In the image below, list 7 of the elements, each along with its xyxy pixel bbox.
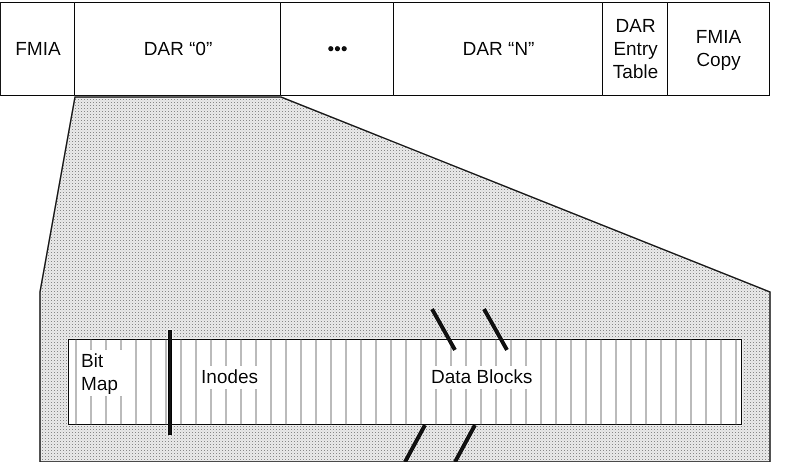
memory-segment: DAR Entry Table [602,2,669,96]
memory-area-box [68,339,742,425]
memory-segment: DAR “0” [74,2,282,96]
memory-segment: DAR “N” [393,2,604,96]
memory-segment: FMIA [0,2,76,96]
memory-segment: FMIA Copy [667,2,770,96]
memory-segment: ••• [280,2,395,96]
